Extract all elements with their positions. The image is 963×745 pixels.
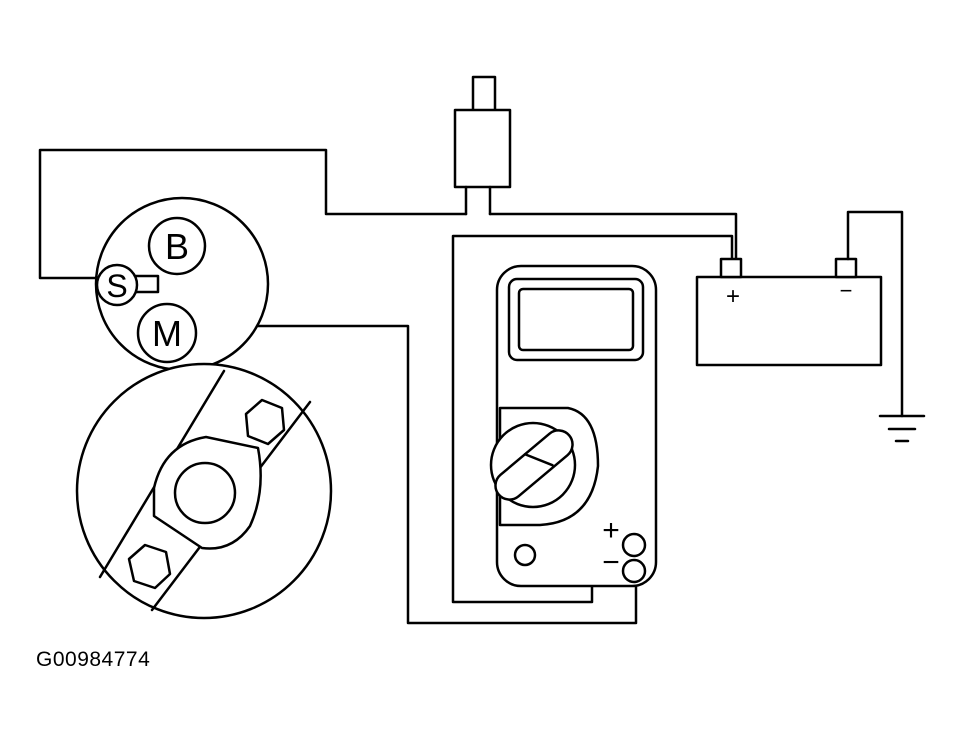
terminal-m (136, 302, 198, 364)
multimeter: + − (489, 264, 658, 588)
mount-bolt-upper (244, 398, 286, 446)
terminal-m-label: M (152, 313, 182, 354)
battery: + − (695, 257, 883, 367)
ground-symbol (878, 414, 926, 443)
meter-negative-sign: − (602, 546, 620, 579)
terminal-s (95, 263, 139, 307)
battery-negative-post (834, 257, 858, 279)
switch-leads (464, 185, 492, 216)
starter-mount-view (75, 362, 333, 620)
shaft-hole (173, 461, 237, 525)
switch-body (453, 108, 512, 189)
mount-bolt-lower (127, 543, 172, 590)
battery-positive-sign: + (726, 283, 740, 310)
wire-s-to-switch (38, 148, 468, 280)
switch-plunger (471, 75, 497, 113)
terminal-b (147, 216, 207, 276)
wire-switch-to-battery-positive (488, 212, 738, 264)
meter-positive-sign: + (602, 514, 620, 547)
figure-id: G00984774 (36, 648, 151, 671)
switch-component (453, 75, 512, 216)
battery-case (695, 275, 883, 367)
dial-pointer (494, 429, 574, 501)
wire-m-terminal-to-meter-negative (196, 324, 638, 625)
battery-negative-sign: − (840, 278, 853, 303)
meter-display (517, 287, 635, 352)
meter-small-socket (513, 543, 537, 567)
meter-positive-jack (621, 532, 647, 558)
terminal-s-label: S (106, 268, 127, 304)
terminal-b-label: B (165, 226, 189, 267)
battery-positive-post (719, 257, 743, 279)
solenoid-terminal-view: B S M (94, 196, 270, 372)
meter-negative-jack (621, 558, 647, 584)
wire-battery-negative-to-ground (846, 210, 904, 418)
